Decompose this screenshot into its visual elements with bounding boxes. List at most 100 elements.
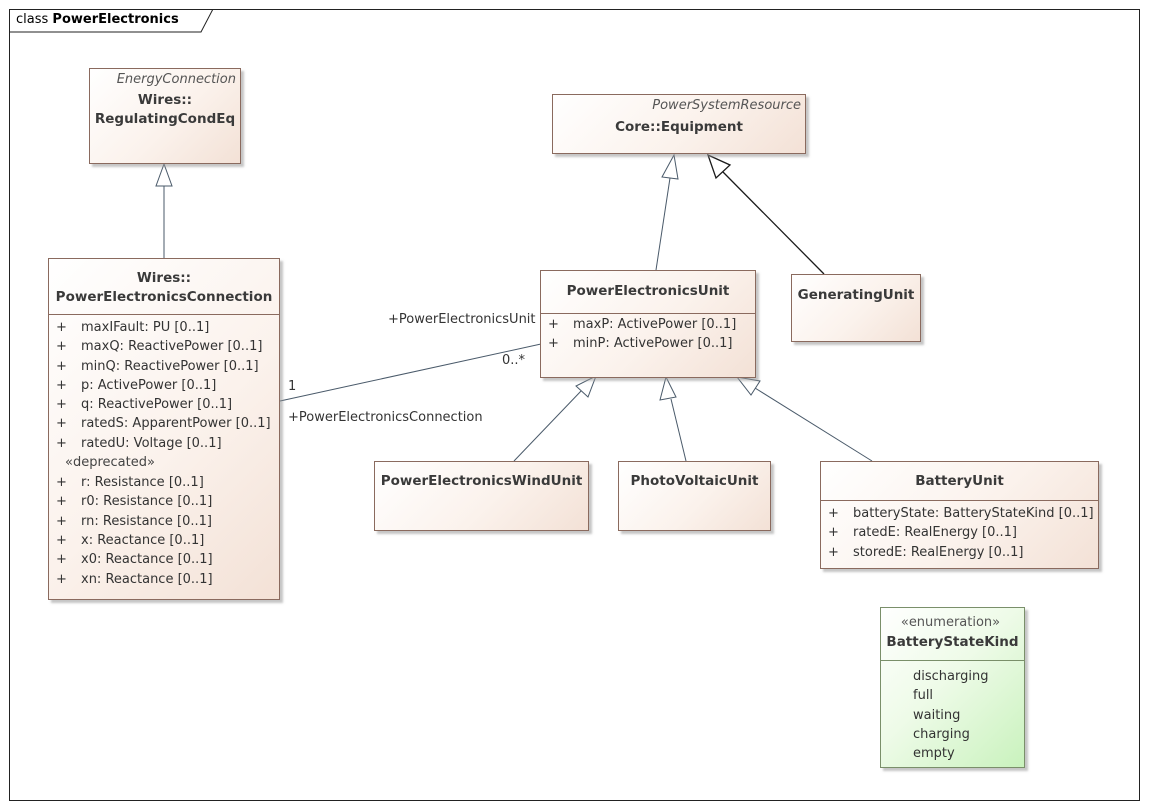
attribute-text: q: ReactivePower [0..1] — [81, 397, 233, 413]
enum-literal[interactable]: waiting — [913, 707, 961, 723]
visibility-marker: + — [828, 544, 839, 560]
visibility-marker: + — [56, 571, 67, 587]
attribute-row[interactable]: + minQ: ReactivePower [0..1] — [49, 357, 279, 376]
visibility-marker: + — [548, 336, 559, 352]
attribute-row[interactable]: + ratedE: RealEnergy [0..1] — [821, 523, 1098, 542]
attribute-row[interactable]: +r0: Resistance [0..1] — [49, 492, 279, 511]
association-multiplicity-connection: 1 — [288, 379, 297, 394]
visibility-marker: + — [56, 552, 67, 568]
visibility-marker: + — [56, 416, 67, 432]
enum-batterystatekind[interactable]: «enumeration» BatteryStateKind dischargi… — [880, 607, 1025, 768]
class-name-line1: Wires:: — [137, 92, 193, 108]
attribute-compartment: + maxIFault: PU [0..1] + maxQ: ReactivePow… — [49, 314, 279, 593]
visibility-marker: + — [56, 513, 67, 529]
attribute-row[interactable]: + maxQ: ReactivePower [0..1] — [49, 337, 279, 356]
literal-compartment: discharging full waiting charging empty — [881, 660, 1024, 767]
attribute-row[interactable]: + x0: Reactance [0..1] — [49, 550, 279, 569]
visibility-marker: + — [828, 506, 839, 521]
attribute-row[interactable]: +minP: ActivePower [0..1] — [541, 334, 755, 353]
attribute-text: p: ActivePower [0..1] — [81, 377, 217, 393]
generalization-wind-peu — [513, 389, 583, 462]
association-role-connection: +PowerElectronicsConnection — [288, 410, 483, 425]
generalization-peu-equipment — [655, 177, 671, 271]
class-name-line1: Wires:: — [136, 270, 192, 286]
attribute-row[interactable]: + q: ReactivePower [0..1] — [49, 395, 279, 414]
attribute-row[interactable]: + x: Reactance [0..1] — [49, 531, 279, 550]
attribute-text: r: Resistance [0..1] — [81, 475, 204, 491]
visibility-marker: + — [56, 320, 67, 335]
frame-keyword: class — [16, 12, 49, 27]
association-multiplicity-unit: 0..* — [502, 353, 526, 368]
attribute-text: batteryState: BatteryStateKind [0..1] — [853, 506, 1094, 521]
attribute-row[interactable]: +ratedU: Voltage [0..1] — [49, 434, 279, 453]
enum-literal[interactable]: full — [913, 688, 934, 704]
class-equipment[interactable]: PowerSystemResource Core::Equipment — [552, 94, 806, 154]
attribute-text: r0: Resistance [0..1] — [81, 494, 213, 510]
attribute-text: minQ: ReactivePower [0..1] — [81, 358, 259, 374]
visibility-marker: + — [56, 532, 67, 548]
generalization-arrow-battery — [735, 376, 761, 396]
attribute-row[interactable]: + maxP: ActivePower [0..1] — [541, 315, 755, 334]
class-powerelectronicswindunit[interactable]: PowerElectronicsWindUnit — [374, 461, 589, 531]
visibility-marker: + — [56, 397, 67, 413]
class-name: BatteryUnit — [915, 473, 1004, 489]
generalization-generating-equipment — [722, 171, 825, 275]
class-photovoltaicunit[interactable]: PhotoVoltaicUnit — [618, 461, 771, 531]
generalization-pv-peu — [670, 398, 687, 462]
class-name: PowerElectronicsUnit — [566, 283, 730, 299]
visibility-marker: + — [56, 435, 67, 451]
class-regulatingcondeq[interactable]: EnergyConnection Wires:: RegulatingCondE… — [89, 68, 241, 164]
attribute-text: x0: Reactance [0..1] — [81, 552, 213, 568]
class-name: GeneratingUnit — [797, 287, 915, 303]
class-powerelectronicsconnection[interactable]: Wires:: PowerElectronicsConnection + maxI… — [48, 258, 280, 600]
visibility-marker: + — [56, 358, 67, 374]
generalization-arrow-generating — [706, 153, 732, 180]
visibility-marker: + — [56, 475, 67, 491]
generalization-battery-peu — [754, 387, 873, 462]
attribute-row[interactable]: + storedE: RealEnergy [0..1] — [821, 543, 1098, 562]
class-powerelectronicsunit[interactable]: PowerElectronicsUnit + maxP: ActivePower … — [540, 270, 756, 378]
attribute-text: storedE: RealEnergy [0..1] — [853, 544, 1024, 560]
attribute-row[interactable]: + ratedS: ApparentPower [0..1] — [49, 414, 279, 433]
class-name-line2: RegulatingCondEq — [94, 111, 236, 127]
generalization-arrow-peu-equipment — [661, 153, 679, 180]
visibility-marker: + — [828, 525, 839, 541]
class-batteryunit[interactable]: BatteryUnit + batteryState: BatteryStateK… — [820, 461, 1099, 569]
enum-literal[interactable]: charging — [913, 726, 970, 742]
enum-literal[interactable]: empty — [913, 746, 955, 762]
generalization-arrow-pv — [659, 375, 677, 401]
enum-literal[interactable]: discharging — [913, 669, 989, 684]
attribute-row[interactable]: + p: ActivePower [0..1] — [49, 376, 279, 395]
class-name: PowerElectronicsWindUnit — [380, 473, 583, 489]
stereotype-label: EnergyConnection — [116, 72, 236, 87]
attribute-text: maxQ: ReactivePower [0..1] — [81, 339, 263, 355]
stereotype-label: «enumeration» — [900, 615, 1001, 630]
class-name-line2: PowerElectronicsConnection — [55, 289, 273, 305]
visibility-marker: + — [56, 377, 67, 393]
attribute-row[interactable]: +xn: Reactance [0..1] — [49, 570, 279, 589]
attribute-row[interactable]: + rn: Resistance [0..1] — [49, 512, 279, 531]
attribute-row[interactable]: + r: Resistance [0..1] — [49, 473, 279, 492]
attribute-compartment: + maxP: ActivePower [0..1] +minP: ActiveP… — [541, 313, 755, 358]
attribute-row[interactable]: + batteryState: BatteryStateKind [0..1] — [821, 504, 1098, 523]
generalization-arrow-wind — [575, 374, 597, 398]
stereotype-label: PowerSystemResource — [652, 98, 801, 113]
visibility-marker: + — [56, 339, 67, 355]
class-generatingunit[interactable]: GeneratingUnit — [791, 274, 921, 342]
deprecated-group-label: «deprecated» — [65, 455, 155, 471]
enum-name: BatteryStateKind — [886, 634, 1019, 650]
association-line — [279, 343, 542, 402]
generalization-arrow-regulating — [155, 162, 173, 187]
class-name: PhotoVoltaicUnit — [630, 473, 759, 489]
attribute-text: ratedE: RealEnergy [0..1] — [853, 525, 1018, 541]
diagram-title: class PowerElectronics — [16, 12, 179, 27]
frame-name: PowerElectronics — [52, 12, 179, 27]
attribute-compartment: + batteryState: BatteryStateKind [0..1] +… — [821, 500, 1098, 566]
attribute-text: rn: Resistance [0..1] — [81, 513, 213, 529]
attribute-text: x: Reactance [0..1] — [81, 532, 205, 548]
attribute-text: ratedS: ApparentPower [0..1] — [81, 416, 271, 432]
attribute-text: maxP: ActivePower [0..1] — [573, 317, 737, 332]
attribute-text: maxIFault: PU [0..1] — [81, 320, 210, 335]
visibility-marker: + — [548, 317, 559, 332]
attribute-row[interactable]: + maxIFault: PU [0..1] — [49, 318, 279, 337]
